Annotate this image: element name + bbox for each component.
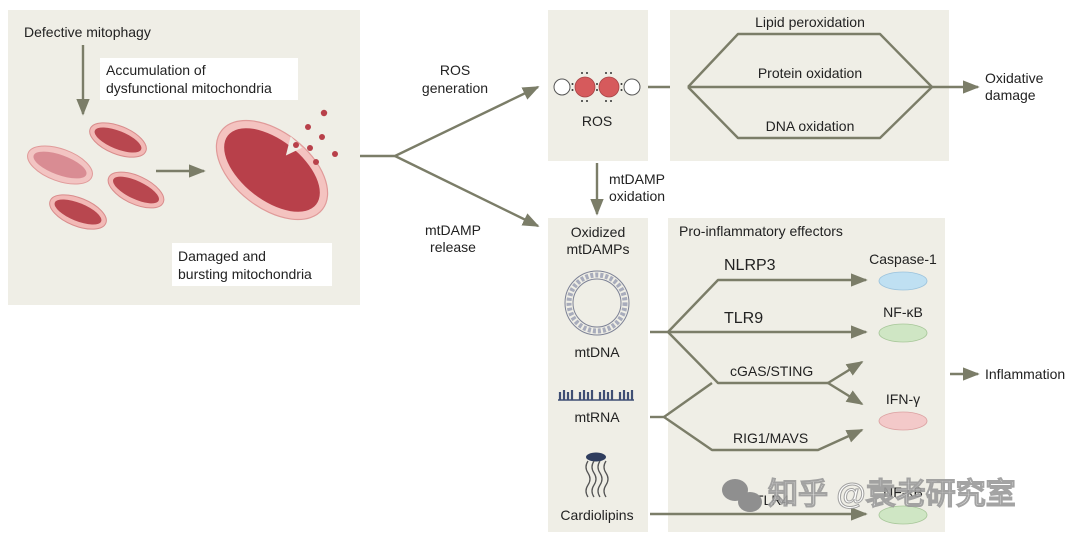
cgas-to-ifn-arrow — [827, 381, 864, 406]
effector-caspase-1-label: Caspase-1 — [869, 251, 937, 267]
effector-nfkb-node — [878, 323, 928, 343]
ros-generation-arrow — [360, 85, 540, 158]
effector-caspase-1-node — [878, 271, 928, 291]
mtdamp-release-label-line2: release — [430, 239, 476, 255]
lipid-peroxidation-path — [687, 32, 933, 88]
accumulation-label-line2: dysfunctional mitochondria — [106, 80, 272, 96]
cardiolipin-icon — [585, 452, 609, 498]
ros-label: ROS — [582, 113, 612, 129]
watermark-text: 知乎 @袁老研究室 — [768, 477, 1016, 511]
dna-oxidation-path — [687, 86, 933, 140]
damaged-label-box — [172, 243, 332, 286]
lipid-peroxidation-label: Lipid peroxidation — [755, 14, 865, 30]
branch-arrows: ROS generation mtDAMP release — [360, 62, 540, 255]
effector-ifn-gamma-node — [878, 411, 928, 431]
inflammation-label: Inflammation — [985, 366, 1065, 382]
effectors-panel: Pro-inflammatory effectors NLRP3 TLR9 cG… — [650, 218, 945, 532]
mitochondrion-icon — [89, 122, 147, 158]
mtdamps-title-line2: mtDAMPs — [567, 241, 630, 257]
pathway-cgas-sting: cGAS/STING — [730, 363, 813, 379]
mtdamps-title-line1: Oxidized — [571, 224, 625, 240]
damaged-label-line1: Damaged and — [178, 248, 266, 264]
mtdamp-oxidation-label-line2: oxidation — [609, 188, 665, 204]
mtrna-label: mtRNA — [574, 409, 620, 425]
wechat-icon — [722, 479, 762, 512]
mitophagy-panel: Defective mitophagy Accumulation of dysf… — [8, 10, 360, 305]
faded-mitochondrion-icon — [27, 145, 93, 185]
ros-generation-label-line2: generation — [422, 80, 488, 96]
mtdamps-panel: Oxidized mtDAMPs mtDNA mtRNA Cardiolipin… — [548, 218, 648, 532]
protein-oxidation-label: Protein oxidation — [758, 65, 862, 81]
oxidation-panel: Lipid peroxidation Protein oxidation DNA… — [670, 10, 949, 161]
pathway-tlr4: TLR4 — [755, 492, 789, 508]
mtdamps-panel-bg — [548, 218, 648, 532]
mtrna-icon — [558, 390, 634, 401]
effector-nfkb-2-label: NF-κB — [883, 484, 923, 500]
dna-oxidation-label: DNA oxidation — [766, 118, 855, 134]
pathway-tlr9: TLR9 — [724, 310, 763, 327]
ros-generation-label-line1: ROS — [440, 62, 470, 78]
effector-nfkb-2-node — [878, 505, 928, 525]
oxidative-damage-label-line1: Oxidative — [985, 70, 1044, 86]
effectors-panel-bg — [668, 218, 945, 532]
mtdna-label: mtDNA — [574, 344, 620, 360]
effector-nfkb-label: NF-κB — [883, 304, 923, 320]
accumulation-label-box — [100, 58, 298, 100]
mtdamp-release-label-line1: mtDAMP — [425, 222, 481, 238]
ros-molecule-icon — [553, 72, 641, 102]
mitochondrion-icon — [107, 171, 165, 209]
pathway-nlrp3: NLRP3 — [724, 257, 776, 274]
defective-mitophagy-label: Defective mitophagy — [24, 24, 151, 40]
watermark: 知乎 @袁老研究室 — [722, 477, 1016, 512]
effector-ifn-gamma-label: IFN-γ — [886, 391, 920, 407]
cgas-to-nfkb-arrow — [827, 360, 864, 385]
effectors-title: Pro-inflammatory effectors — [679, 223, 843, 239]
oxidative-damage-label-line2: damage — [985, 87, 1036, 103]
mtdna-circle-icon — [564, 270, 630, 336]
mtrna-cgas-path — [663, 382, 713, 418]
pathway-rig1-mavs: RIG1/MAVS — [733, 430, 808, 446]
ros-panel: ROS — [548, 10, 648, 161]
mtdamp-release-arrow — [394, 154, 540, 228]
damaged-label-line2: bursting mitochondria — [178, 266, 312, 282]
rig1-mavs-path — [663, 416, 864, 452]
mitochondrion-icon — [49, 194, 107, 230]
mitochondrial-debris-icon — [280, 109, 338, 175]
mtdamp-oxidation-label-line1: mtDAMP — [609, 171, 665, 187]
accumulation-label-line1: Accumulation of — [106, 62, 206, 78]
nlrp3-path — [667, 273, 868, 333]
mtdna-cgas-path — [667, 331, 828, 385]
cardiolipins-label: Cardiolipins — [560, 507, 633, 523]
